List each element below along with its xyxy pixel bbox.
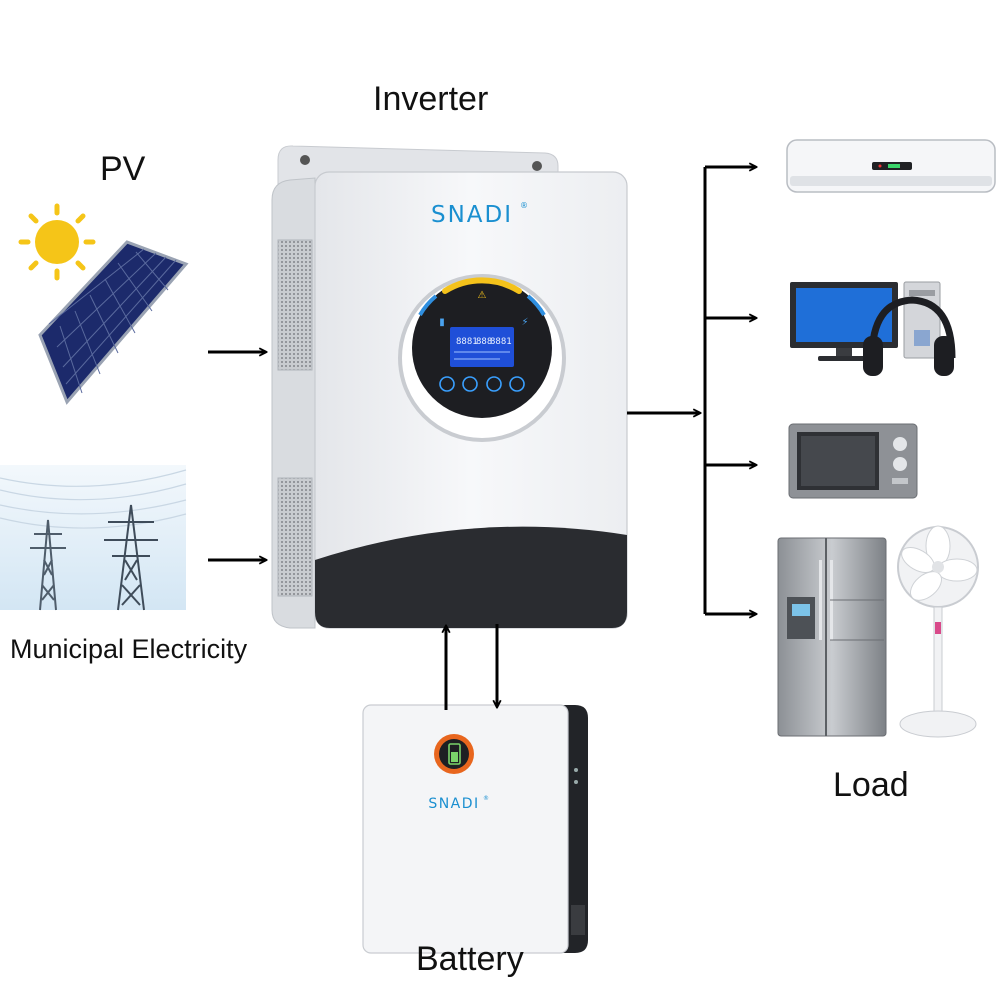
battery-indicator-icon: ▮	[439, 317, 445, 328]
microwave-oven-icon	[788, 423, 918, 499]
lcd-digits-mid: 888	[476, 337, 492, 347]
battery-label: Battery	[416, 940, 524, 978]
inverter-button-down[interactable]	[486, 376, 502, 392]
sun-icon	[18, 203, 96, 281]
inverter-button-up[interactable]	[462, 376, 478, 392]
headphones-icon	[863, 296, 956, 376]
vent-grille-bottom	[277, 477, 313, 597]
vent-grille-top	[277, 239, 313, 371]
battery-logo: SNADI	[428, 796, 479, 812]
inverter-logo-mark: ®	[520, 201, 528, 210]
lcd-digits-right: 8881	[490, 337, 512, 347]
lcd-digits-left: 8881	[456, 337, 478, 347]
standing-fan-icon	[897, 525, 979, 738]
load-label: Load	[833, 766, 909, 804]
air-conditioner-icon	[786, 139, 996, 193]
charge-indicator-icon: ⚡	[521, 317, 528, 328]
battery-logo-mark: ®	[483, 795, 489, 802]
inverter-button-escape[interactable]	[439, 376, 455, 392]
power-lines-image	[0, 465, 187, 611]
pv-label: PV	[100, 150, 146, 188]
flow-arrows	[208, 167, 756, 710]
solar-panel-icon	[38, 240, 189, 405]
inverter-dark-base	[315, 526, 627, 628]
battery-unit: SNADI ®	[362, 704, 588, 954]
transmission-tower-icon	[30, 519, 66, 611]
inverter-button-enter[interactable]	[509, 376, 525, 392]
battery-status-icon	[434, 734, 474, 774]
inverter-label: Inverter	[373, 80, 489, 118]
lcd-screen	[450, 327, 514, 367]
warning-icon: ⚠	[478, 290, 487, 301]
inverter-buttons	[439, 376, 525, 392]
municipal-electricity-label: Municipal Electricity	[10, 634, 248, 664]
inverter-logo: SNADI	[431, 202, 513, 228]
refrigerator-icon	[777, 537, 887, 737]
inverter-control-panel: ⚠ ▮ ⚡ 8881 888 8881	[398, 274, 566, 442]
transmission-tower-icon	[104, 504, 158, 611]
inverter-unit: SNADI ® ⚠ ▮ ⚡ 8881 888 8881	[271, 145, 628, 629]
